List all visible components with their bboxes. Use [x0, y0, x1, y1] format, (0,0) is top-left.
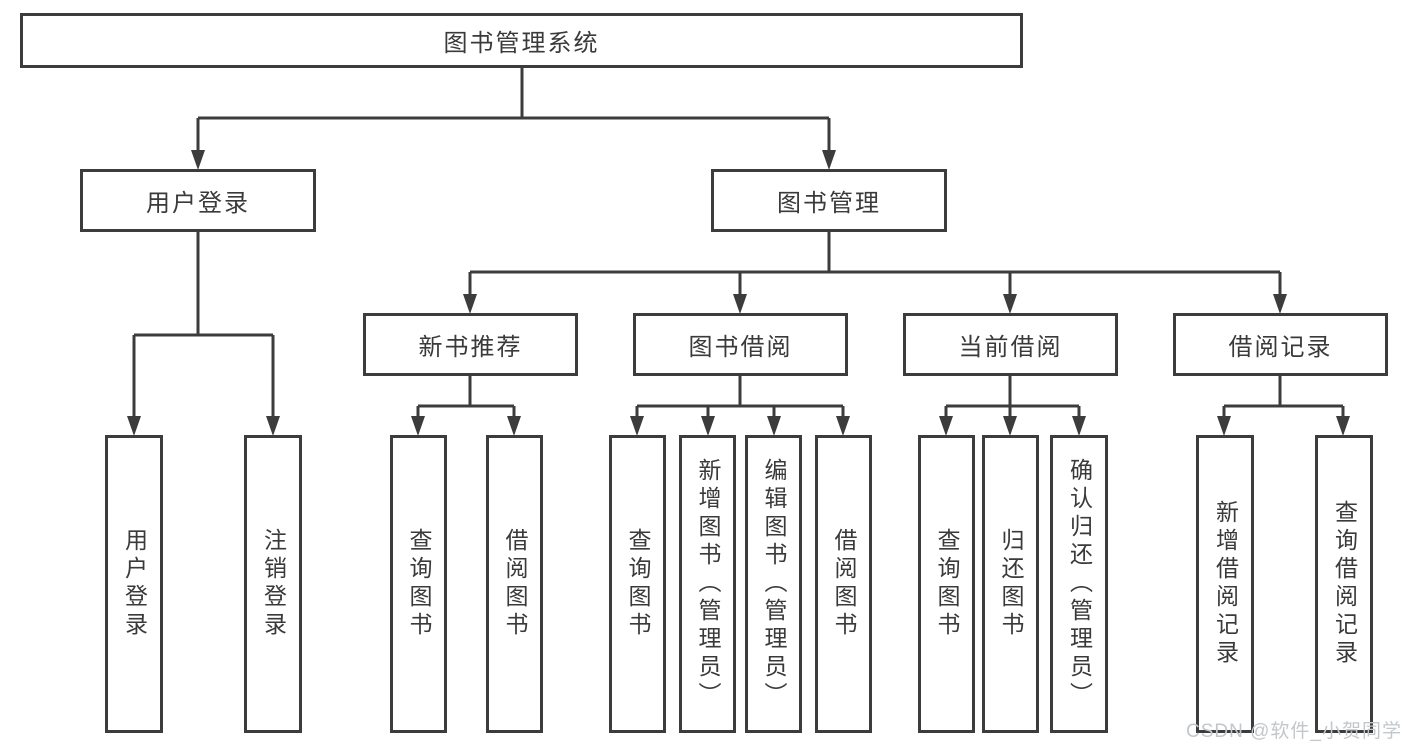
node-box-leaf-query-books-3: 查询图书 — [918, 435, 975, 733]
node-label-leaf-return-books: 归还图书 — [998, 528, 1024, 640]
node-label-new-book-recommend: 新书推荐 — [418, 334, 523, 361]
node-box-leaf-edit-books-admin: 编辑图书（管理员） — [745, 435, 802, 733]
node-label-leaf-logout: 注销登录 — [260, 528, 287, 640]
node-box-system-root: 图书管理系统 — [20, 13, 1023, 68]
connector-new-book-recommend — [411, 376, 521, 436]
node-box-leaf-borrow-books-1: 借阅图书 — [486, 435, 543, 733]
connector-current-borrow — [939, 376, 1086, 436]
node-label-leaf-borrow-books-2: 借阅图书 — [831, 528, 857, 640]
connector-root — [191, 68, 836, 170]
node-box-new-book-recommend: 新书推荐 — [363, 313, 578, 376]
node-label-leaf-query-borrow-record: 查询借阅记录 — [1331, 500, 1358, 668]
node-box-leaf-add-borrow-record: 新增借阅记录 — [1196, 435, 1254, 733]
node-box-leaf-return-books: 归还图书 — [982, 435, 1039, 733]
node-box-user-login: 用户登录 — [80, 169, 316, 232]
node-box-leaf-add-books-admin: 新增图书（管理员） — [679, 435, 736, 733]
node-box-book-borrow: 图书借阅 — [633, 313, 848, 376]
node-label-user-login: 用户登录 — [146, 190, 250, 217]
node-label-leaf-add-borrow-record: 新增借阅记录 — [1212, 500, 1239, 668]
node-label-current-borrow: 当前借阅 — [958, 334, 1063, 361]
node-label-system-root: 图书管理系统 — [443, 30, 600, 57]
connector-book-management — [463, 232, 1287, 314]
node-label-borrow-records: 借阅记录 — [1228, 334, 1333, 361]
node-label-leaf-edit-books-admin: 编辑图书（管理员） — [761, 458, 787, 710]
node-box-leaf-borrow-books-2: 借阅图书 — [815, 435, 872, 733]
node-box-leaf-logout: 注销登录 — [244, 435, 302, 733]
node-box-current-borrow: 当前借阅 — [903, 313, 1118, 376]
node-box-leaf-query-books-2: 查询图书 — [609, 435, 666, 733]
node-label-leaf-add-books-admin: 新增图书（管理员） — [695, 458, 721, 710]
node-label-leaf-query-books-3: 查询图书 — [934, 528, 960, 640]
node-box-borrow-records: 借阅记录 — [1173, 313, 1388, 376]
csdn-watermark: CSDN @软件_小贺同学 — [1186, 721, 1402, 742]
node-label-leaf-user-login: 用户登录 — [121, 528, 148, 640]
node-label-book-borrow: 图书借阅 — [688, 334, 793, 361]
node-label-leaf-confirm-return-admin: 确认归还（管理员） — [1066, 458, 1093, 710]
node-box-leaf-query-borrow-record: 查询借阅记录 — [1315, 435, 1373, 733]
connector-borrow-records — [1217, 376, 1350, 436]
node-label-leaf-query-books-1: 查询图书 — [406, 528, 432, 640]
node-box-leaf-user-login: 用户登录 — [105, 435, 163, 733]
node-label-book-management: 图书管理 — [777, 190, 881, 217]
node-box-leaf-query-books-1: 查询图书 — [390, 435, 447, 733]
node-label-leaf-query-books-2: 查询图书 — [625, 528, 651, 640]
node-box-book-management: 图书管理 — [711, 169, 947, 232]
connector-book-borrow — [630, 376, 850, 436]
node-box-leaf-confirm-return-admin: 确认归还（管理员） — [1050, 435, 1108, 733]
node-label-leaf-borrow-books-1: 借阅图书 — [502, 528, 528, 640]
connector-user-login — [127, 232, 280, 436]
